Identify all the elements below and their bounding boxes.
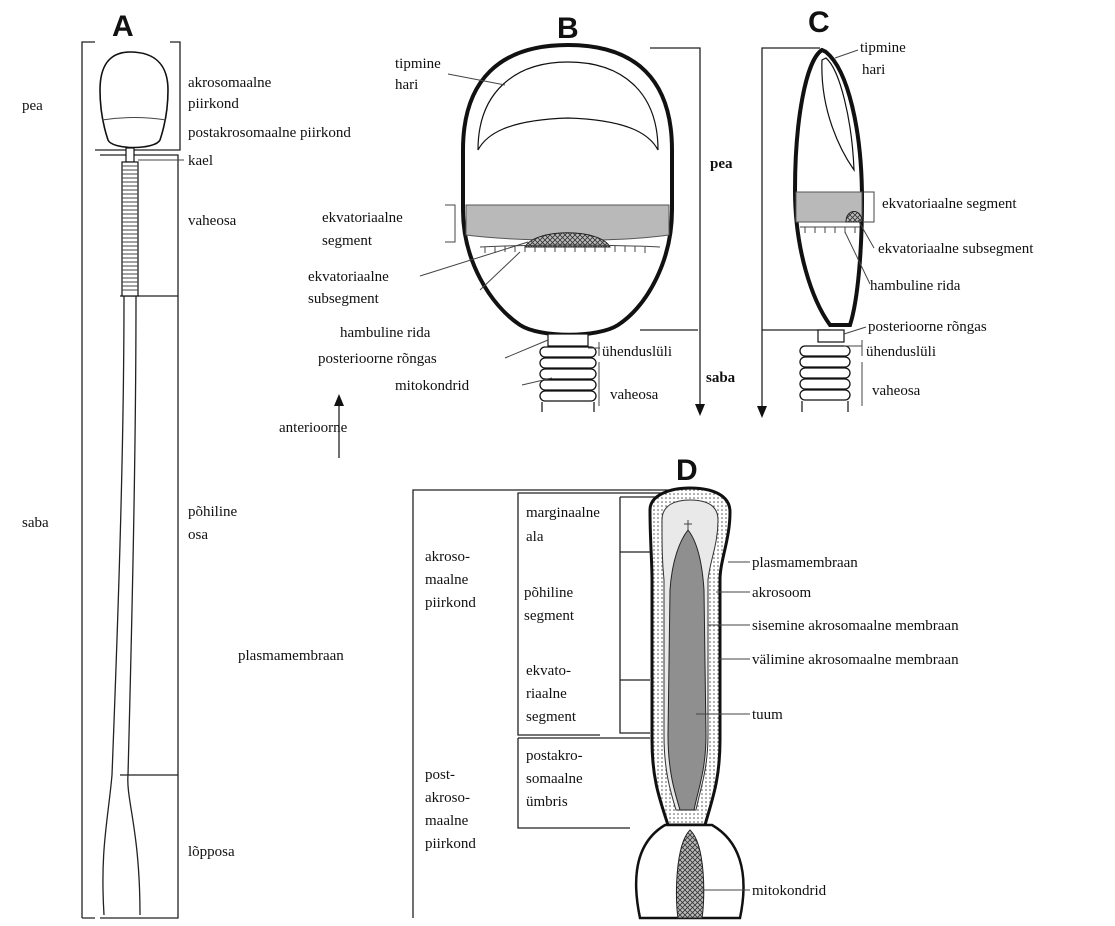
label-hari-c: hari <box>862 62 885 78</box>
label-tuum-d: tuum <box>752 707 783 723</box>
label-pea-c: pea <box>710 156 733 172</box>
bracket-segment-c <box>864 192 874 222</box>
label-post-d: post- <box>425 767 455 783</box>
label-valimine-d: välimine akrosomaalne membraan <box>752 652 959 668</box>
label-vaheosa-a: vaheosa <box>188 213 237 229</box>
mitochondria-coils-c <box>800 346 850 400</box>
label-ekv-subsegment-c: ekvatoriaalne subsegment <box>878 241 1034 257</box>
tail-right-edge <box>128 296 140 915</box>
leader-tipmine-c <box>835 50 858 58</box>
label-tipmine-c: tipmine <box>860 40 906 56</box>
label-akrosomaalne-a: akrosomaalne <box>188 75 272 91</box>
label-postakrosomaalne-a: postakrosomaalne piirkond <box>188 125 351 141</box>
panel-a-letter: A <box>112 10 134 43</box>
label-hambuline-b: hambuline rida <box>340 325 431 341</box>
label-ekvato-d: ekvato- <box>526 663 571 679</box>
label-somaalne-d: somaalne <box>526 771 583 787</box>
panel-c: C tipmine hari pea saba ekvatoriaalne se… <box>706 6 1034 418</box>
mitochondria-coils-b <box>540 347 596 401</box>
posterior-ring-c <box>818 330 844 342</box>
label-anterioorne: anterioorne <box>279 420 348 436</box>
label-uhenduslyli-c: ühenduslüli <box>866 344 936 360</box>
label-vaheosa-c: vaheosa <box>872 383 921 399</box>
panel-a: A pea saba akrosomaalne piirkond postakr… <box>22 10 351 918</box>
label-piirkond-a: piirkond <box>188 96 239 112</box>
label-pohiline-d: põhiline <box>524 585 574 601</box>
midpiece-coils-a <box>122 162 138 296</box>
label-kael-a: kael <box>188 153 213 169</box>
label-riaalne-d: riaalne <box>526 686 567 702</box>
label-ekv-segment-c: ekvatoriaalne segment <box>882 196 1017 212</box>
label-lopposa-a: lõpposa <box>188 844 235 860</box>
label-piirkond2-d: piirkond <box>425 836 476 852</box>
label-segment2-d: segment <box>526 709 577 725</box>
label-osa-a: osa <box>188 527 208 543</box>
label-plasmamembraan-left-d: plasmamembraan <box>238 648 344 664</box>
label-maalne-d: maalne <box>425 572 469 588</box>
tail-region-brackets <box>100 155 178 918</box>
bracket-segment-b <box>445 205 455 242</box>
label-pohiline-a: põhiline <box>188 504 238 520</box>
sperm-head-a <box>100 52 168 148</box>
label-plasmamembraan-d: plasmamembraan <box>752 555 858 571</box>
label-ekvatoriaalne2-b: ekvatoriaalne <box>308 269 389 285</box>
label-saba-a: saba <box>22 515 49 531</box>
label-akroso-d: akroso- <box>425 549 470 565</box>
panel-a-outer-bracket <box>82 42 95 918</box>
label-uhenduslyli-b: ühenduslüli <box>602 344 672 360</box>
label-tipmine-b: tipmine <box>395 56 441 72</box>
label-mitokondrid-b: mitokondrid <box>395 378 470 394</box>
label-sisemine-d: sisemine akrosomaalne membraan <box>752 618 959 634</box>
label-postakro-d: postakro- <box>526 748 583 764</box>
label-ekvatoriaalne1-b: ekvatoriaalne <box>322 210 403 226</box>
label-posterioorne-b: posterioorne rõngas <box>318 351 437 367</box>
neck-a <box>126 148 134 162</box>
label-subsegment-b: subsegment <box>308 291 380 307</box>
label-saba-c: saba <box>706 370 736 386</box>
label-hambuline-c: hambuline rida <box>870 278 961 294</box>
panel-b-letter: B <box>557 12 579 45</box>
panel-c-letter: C <box>808 6 830 39</box>
label-ala-d: ala <box>526 529 544 545</box>
label-vaheosa-b: vaheosa <box>610 387 659 403</box>
label-segment-b: segment <box>322 233 373 249</box>
label-hari-b: hari <box>395 77 418 93</box>
leader-posterioorne-c <box>844 327 866 334</box>
panel-d-letter: D <box>676 454 698 487</box>
tail-stub-c <box>802 401 848 412</box>
label-umbris-d: ümbris <box>526 794 568 810</box>
panel-b-arrow-head <box>695 404 705 416</box>
tail-stub-b <box>542 402 594 412</box>
label-akrosoom-d: akrosoom <box>752 585 811 601</box>
nucleus-d <box>668 530 706 810</box>
panel-c-arrow-head <box>757 406 767 418</box>
anterior-arrow-head <box>334 394 344 406</box>
label-pea-a: pea <box>22 98 43 114</box>
label-mitokondrid-d: mitokondrid <box>752 883 827 899</box>
label-akroso2-d: akroso- <box>425 790 470 806</box>
label-piirkond-d: piirkond <box>425 595 476 611</box>
label-marginaalne-d: marginaalne <box>526 505 600 521</box>
panel-d: D akroso- maalne piirkond plasmamembraan… <box>238 454 959 918</box>
tail-left-edge <box>103 296 124 915</box>
panel-b: B tipmine hari ekvatoriaalne segme <box>279 12 705 458</box>
label-segment1-d: segment <box>524 608 575 624</box>
posterior-ring-b <box>548 334 588 346</box>
label-maalne2-d: maalne <box>425 813 469 829</box>
label-posterioorne-c: posterioorne rõngas <box>868 319 987 335</box>
